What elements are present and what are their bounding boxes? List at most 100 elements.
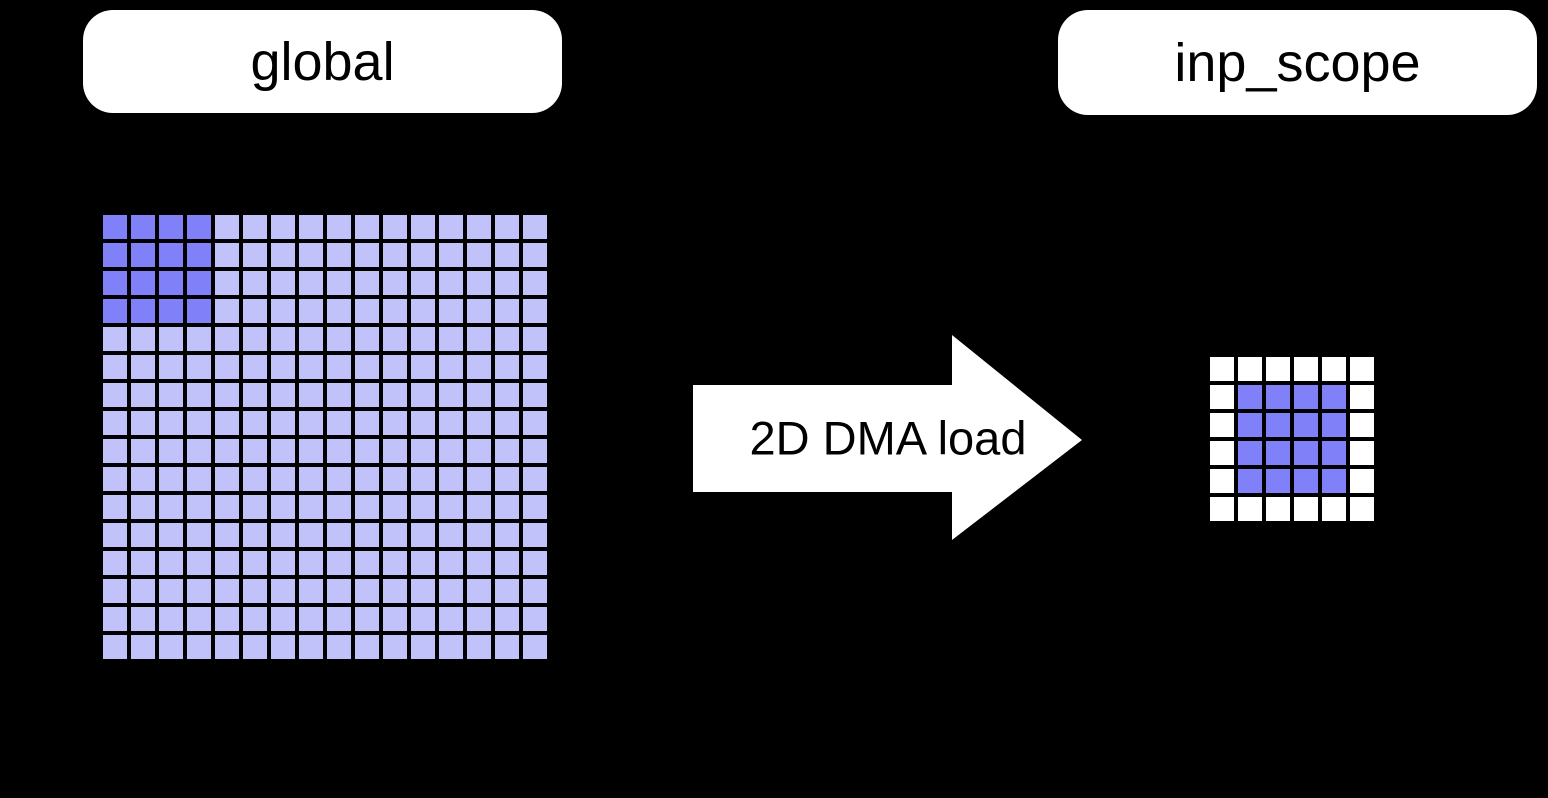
highlight-cell bbox=[103, 215, 127, 239]
grid-cell bbox=[327, 383, 351, 407]
grid-cell bbox=[187, 523, 211, 547]
highlight-cell bbox=[1266, 469, 1290, 493]
grid-cell bbox=[243, 355, 267, 379]
grid-cell bbox=[299, 243, 323, 267]
grid-cell bbox=[159, 523, 183, 547]
grid-cell bbox=[243, 467, 267, 491]
grid-cell bbox=[159, 411, 183, 435]
highlight-cell bbox=[131, 243, 155, 267]
grid-cell bbox=[383, 439, 407, 463]
grid-cell bbox=[299, 299, 323, 323]
grid-cell bbox=[187, 327, 211, 351]
grid-cell bbox=[439, 635, 463, 659]
grid-cell bbox=[215, 495, 239, 519]
grid-cell bbox=[1210, 497, 1234, 521]
grid-cell bbox=[411, 579, 435, 603]
grid-cell bbox=[131, 327, 155, 351]
grid-cell bbox=[467, 411, 491, 435]
grid-cell bbox=[327, 523, 351, 547]
grid-cell bbox=[467, 215, 491, 239]
grid-cell bbox=[439, 607, 463, 631]
grid-cell bbox=[327, 411, 351, 435]
grid-cell bbox=[495, 383, 519, 407]
grid-cell bbox=[271, 523, 295, 547]
grid-cell bbox=[103, 523, 127, 547]
grid-cell bbox=[271, 327, 295, 351]
highlight-cell bbox=[131, 271, 155, 295]
grid-cell bbox=[1266, 357, 1290, 381]
highlight-cell bbox=[1322, 441, 1346, 465]
grid-cell bbox=[159, 467, 183, 491]
grid-cell bbox=[523, 467, 547, 491]
highlight-cell bbox=[187, 299, 211, 323]
global-memory-label: global bbox=[83, 10, 562, 113]
grid-cell bbox=[383, 607, 407, 631]
grid-cell bbox=[243, 383, 267, 407]
highlight-cell bbox=[131, 215, 155, 239]
grid-cell bbox=[355, 215, 379, 239]
grid-cell bbox=[131, 495, 155, 519]
grid-cell bbox=[131, 523, 155, 547]
grid-cell bbox=[131, 467, 155, 491]
grid-cell bbox=[215, 635, 239, 659]
highlight-cell bbox=[1322, 413, 1346, 437]
grid-cell bbox=[159, 355, 183, 379]
grid-cell bbox=[495, 551, 519, 575]
grid-cell bbox=[355, 607, 379, 631]
highlight-cell bbox=[159, 271, 183, 295]
grid-cell bbox=[495, 327, 519, 351]
grid-cell bbox=[355, 523, 379, 547]
highlight-cell bbox=[1238, 413, 1262, 437]
grid-cell bbox=[271, 439, 295, 463]
grid-cell bbox=[215, 383, 239, 407]
grid-cell bbox=[103, 383, 127, 407]
grid-cell bbox=[243, 327, 267, 351]
highlight-cell bbox=[103, 271, 127, 295]
grid-cell bbox=[159, 579, 183, 603]
grid-cell bbox=[523, 523, 547, 547]
grid-cell bbox=[495, 439, 519, 463]
grid-cell bbox=[1266, 497, 1290, 521]
grid-cell bbox=[1210, 441, 1234, 465]
grid-cell bbox=[439, 215, 463, 239]
highlight-cell bbox=[1238, 469, 1262, 493]
grid-cell bbox=[327, 607, 351, 631]
grid-cell bbox=[411, 355, 435, 379]
highlight-cell bbox=[1238, 441, 1262, 465]
grid-cell bbox=[187, 579, 211, 603]
grid-cell bbox=[523, 607, 547, 631]
grid-cell bbox=[495, 523, 519, 547]
grid-cell bbox=[187, 635, 211, 659]
grid-cell bbox=[523, 271, 547, 295]
inp-scope-grid bbox=[1210, 357, 1374, 521]
highlight-cell bbox=[131, 299, 155, 323]
grid-cell bbox=[243, 271, 267, 295]
grid-cell bbox=[439, 579, 463, 603]
grid-cell bbox=[411, 327, 435, 351]
grid-cell bbox=[103, 355, 127, 379]
grid-cell bbox=[355, 355, 379, 379]
grid-cell bbox=[159, 551, 183, 575]
grid-cell bbox=[271, 495, 295, 519]
grid-cell bbox=[159, 383, 183, 407]
grid-cell bbox=[495, 607, 519, 631]
grid-cell bbox=[383, 523, 407, 547]
grid-cell bbox=[523, 355, 547, 379]
grid-cell bbox=[1210, 413, 1234, 437]
grid-cell bbox=[215, 271, 239, 295]
grid-cell bbox=[411, 467, 435, 491]
grid-cell bbox=[215, 467, 239, 491]
grid-cell bbox=[355, 495, 379, 519]
grid-cell bbox=[243, 607, 267, 631]
grid-cell bbox=[187, 607, 211, 631]
grid-cell bbox=[467, 439, 491, 463]
grid-cell bbox=[271, 299, 295, 323]
grid-cell bbox=[411, 243, 435, 267]
grid-cell bbox=[299, 607, 323, 631]
grid-cell bbox=[187, 355, 211, 379]
grid-cell bbox=[495, 243, 519, 267]
grid-cell bbox=[1294, 497, 1318, 521]
grid-cell bbox=[355, 411, 379, 435]
grid-cell bbox=[271, 579, 295, 603]
grid-cell bbox=[243, 495, 267, 519]
